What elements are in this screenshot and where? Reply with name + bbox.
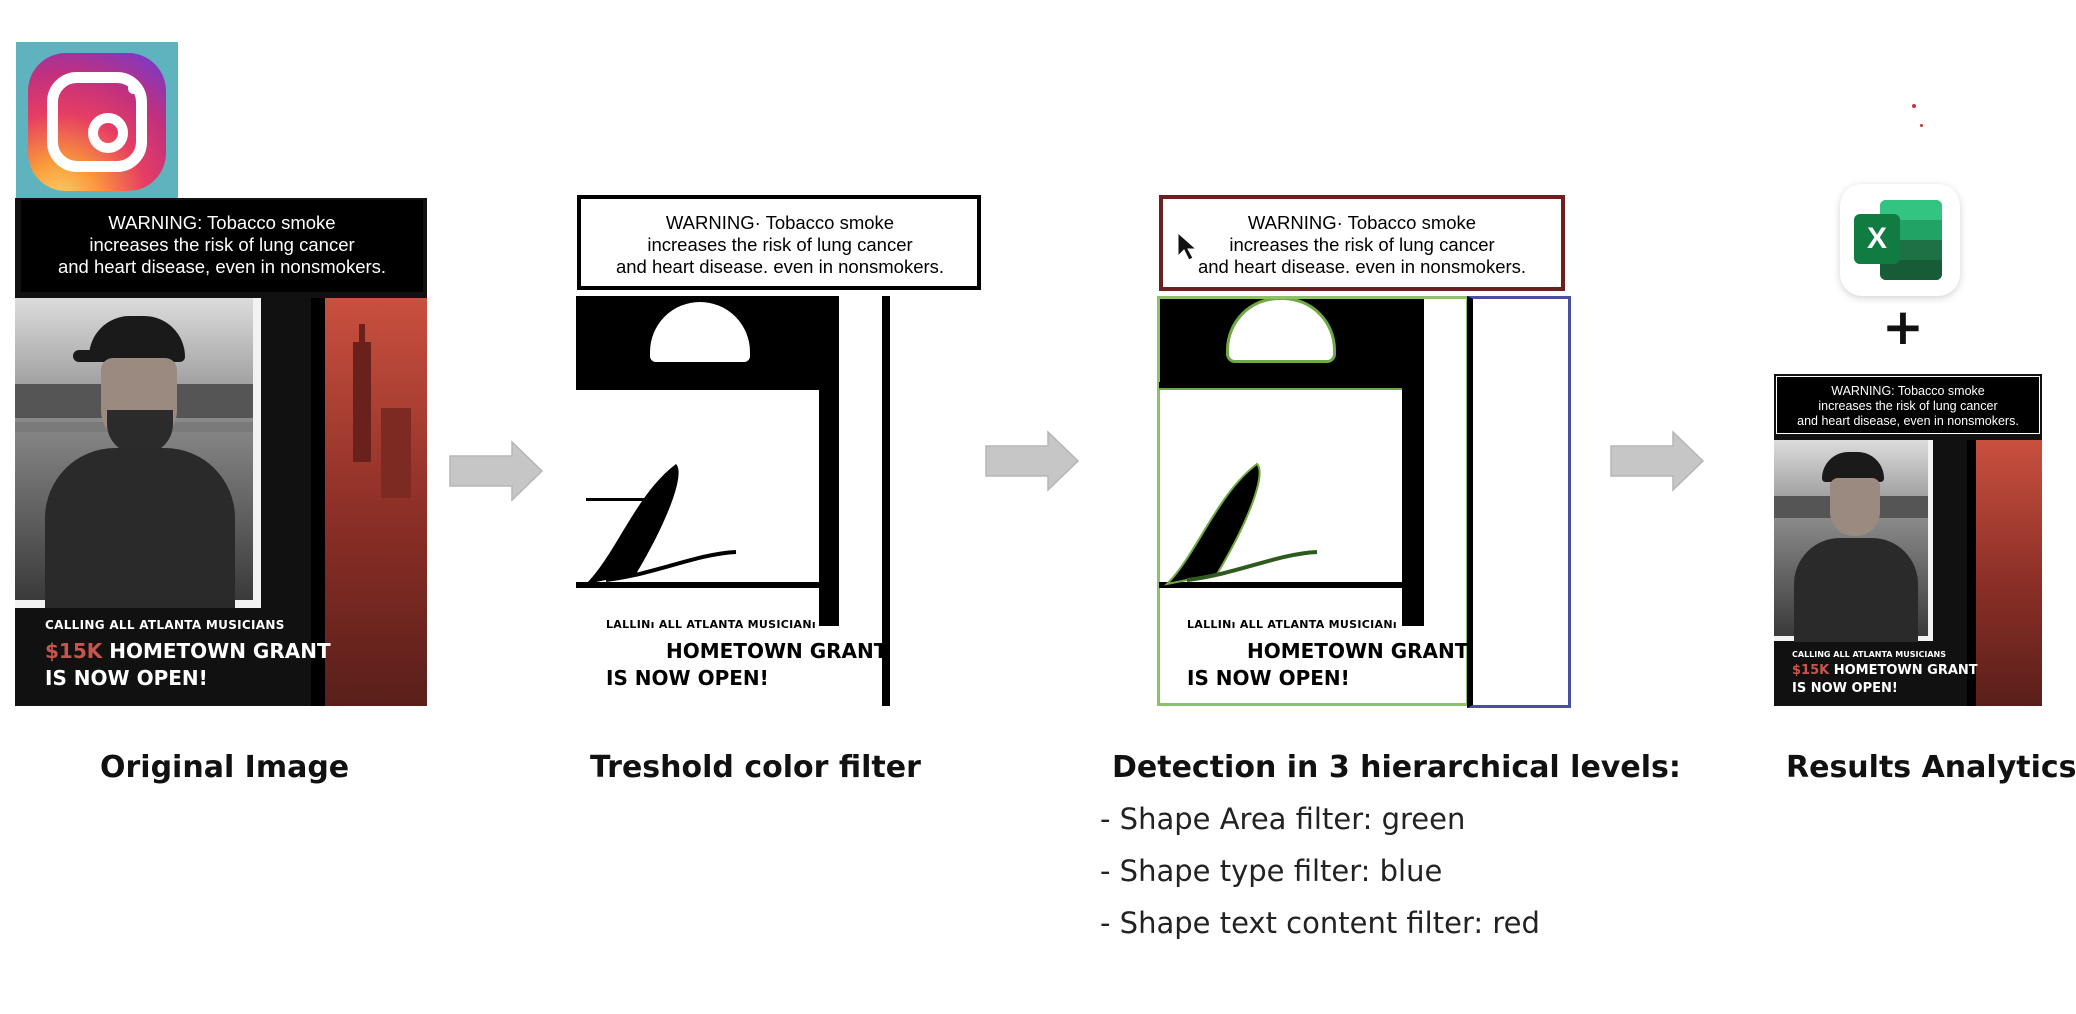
photo-man xyxy=(15,298,261,608)
open-text: IS NOW OPEN! xyxy=(45,666,208,690)
grant-text: $15K HOMETOWN GRANT xyxy=(45,639,331,663)
text-region-red xyxy=(1159,195,1565,291)
arrow-right-icon xyxy=(985,430,1080,492)
arrow-right-icon xyxy=(449,440,544,502)
step-label-threshold: Treshold color filter xyxy=(590,750,921,785)
arrow-right-icon xyxy=(1610,430,1705,492)
cursor-icon xyxy=(1177,232,1198,261)
plus-sign: + xyxy=(1882,298,1924,356)
detection-poster: WARNING· Tobacco smoke increases the ris… xyxy=(1157,194,1571,708)
results-poster: WARNING: Tobacco smoke increases the ris… xyxy=(1774,374,2042,706)
step-label-results: Results Analytics xyxy=(1786,750,2076,785)
threshold-poster: WARNING· Tobacco smoke increases the ris… xyxy=(576,194,990,706)
warning-text: WARNING: Tobacco smoke increases the ris… xyxy=(57,212,387,277)
filter-area-green: - Shape Area filter: green xyxy=(1100,802,1466,836)
excel-icon: X xyxy=(1840,184,1960,296)
filter-text-red: - Shape text content filter: red xyxy=(1100,906,1540,940)
instagram-logo xyxy=(16,42,178,202)
original-poster: WARNING: Tobacco smoke increases the ris… xyxy=(15,198,427,706)
instagram-icon xyxy=(28,53,166,191)
type-region-blue xyxy=(1467,296,1571,708)
city-strip xyxy=(325,298,427,706)
step-label-original: Original Image xyxy=(100,750,350,785)
filter-type-blue: - Shape type filter: blue xyxy=(1100,854,1443,888)
calling-text: CALLING ALL ATLANTA MUSICIANS xyxy=(45,618,285,632)
step-label-detection: Detection in 3 hierarchical levels: xyxy=(1112,750,1681,785)
